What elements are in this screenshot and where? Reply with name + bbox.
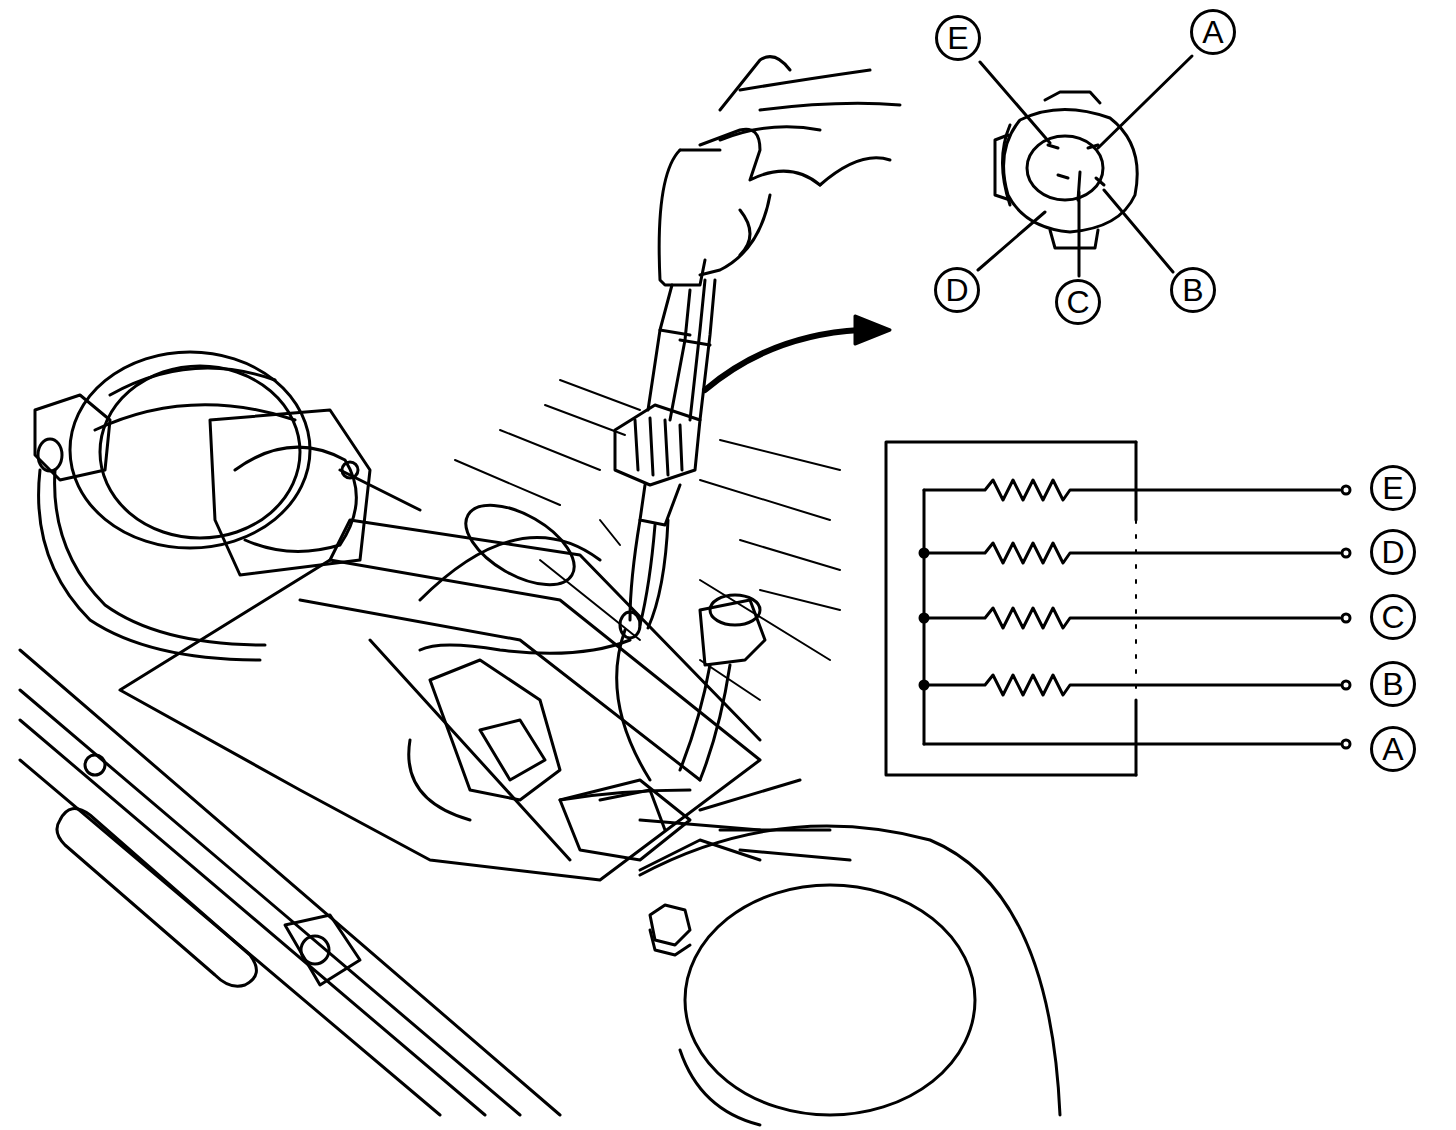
filler-cap bbox=[640, 826, 1060, 1125]
pin-label-circle: D bbox=[1370, 529, 1416, 575]
pin-letter: B bbox=[1182, 274, 1203, 306]
pin-label-circle: E bbox=[935, 15, 981, 61]
pin-label-circle: A bbox=[1190, 9, 1236, 55]
wiring-harness bbox=[420, 405, 765, 800]
pin-label-circle: B bbox=[1170, 267, 1216, 313]
pin-letter: D bbox=[1381, 536, 1404, 568]
connector-face bbox=[995, 92, 1137, 248]
pin-label-circle: B bbox=[1370, 661, 1416, 707]
resistor-symbol bbox=[924, 675, 1340, 695]
pin-letter: C bbox=[1381, 601, 1404, 633]
pin-label-circle: A bbox=[1370, 726, 1416, 772]
brake-booster bbox=[35, 352, 420, 660]
pin-letter: C bbox=[1066, 286, 1089, 318]
pin-leader-lines bbox=[978, 56, 1192, 276]
resistor-symbol bbox=[924, 480, 1340, 500]
pin-label-circle: D bbox=[934, 267, 980, 313]
resistor-symbol bbox=[924, 608, 1340, 628]
pin-label-circle: E bbox=[1370, 465, 1416, 511]
pin-letter: E bbox=[947, 22, 968, 54]
resistor-symbol bbox=[924, 543, 1340, 563]
frame-rail bbox=[20, 650, 560, 1115]
resistor-schematic bbox=[886, 442, 1350, 775]
pin-letter: B bbox=[1382, 668, 1403, 700]
pin-letter: A bbox=[1202, 16, 1223, 48]
engine-block bbox=[120, 489, 850, 880]
pin-letter: D bbox=[945, 274, 968, 306]
pin-letter: E bbox=[1382, 472, 1403, 504]
hand-with-probes bbox=[648, 57, 900, 420]
pin-letter: A bbox=[1382, 733, 1403, 765]
detail-arrow bbox=[705, 316, 890, 390]
pin-label-circle: C bbox=[1055, 279, 1101, 325]
pin-label-circle: C bbox=[1370, 594, 1416, 640]
